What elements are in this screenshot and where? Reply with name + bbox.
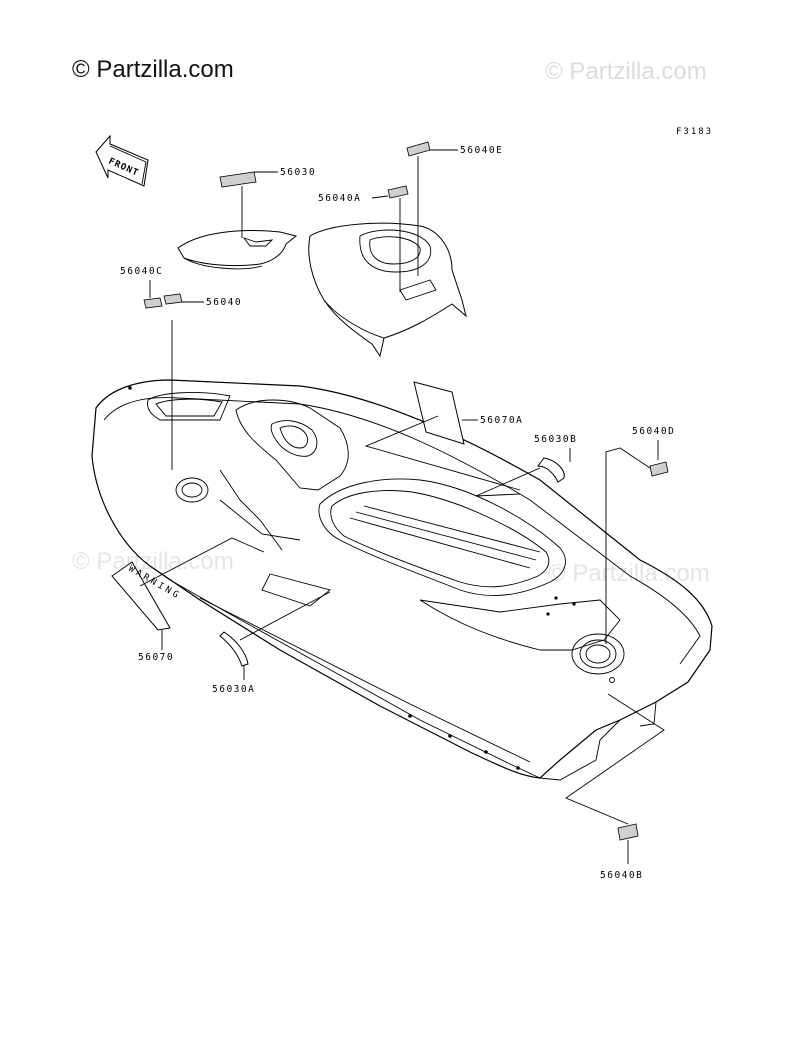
callout-56040B: 56040B xyxy=(600,870,643,881)
callout-56030A: 56030A xyxy=(212,684,255,695)
seat-cover-part xyxy=(177,230,298,270)
decal-56030 xyxy=(219,171,257,188)
callout-56030B: 56030B xyxy=(534,434,577,445)
decal-56040 xyxy=(163,293,183,305)
faint-watermark-top: © Partzilla.com xyxy=(545,58,707,85)
decal-56040C xyxy=(143,297,163,309)
decal-56030A xyxy=(219,631,249,667)
partzilla-brand-watermark: © Partzilla.com xyxy=(72,56,234,83)
callout-56070: 56070 xyxy=(138,652,174,663)
decal-56030B xyxy=(537,457,565,483)
hull-screw-dots xyxy=(128,386,615,770)
callout-56040: 56040 xyxy=(206,297,242,308)
decal-56040D xyxy=(649,461,669,477)
callout-56070A: 56070A xyxy=(480,415,523,426)
faint-watermark-mid-right: © Partzilla.com xyxy=(548,560,710,587)
callout-56040C: 56040C xyxy=(120,266,163,277)
decal-56070A xyxy=(413,381,465,445)
callout-56040A: 56040A xyxy=(318,193,361,204)
decal-56040B xyxy=(617,823,639,841)
faint-watermark-mid-left: © Partzilla.com xyxy=(72,548,234,575)
hatch-cover-part xyxy=(308,222,467,358)
callout-56040E: 56040E xyxy=(460,145,503,156)
decal-56070-warning: WARNING xyxy=(111,561,183,631)
hull-body-part xyxy=(91,379,713,781)
decal-56040E xyxy=(406,141,431,157)
front-arrow-icon: FRONT xyxy=(95,134,149,187)
callout-56030: 56030 xyxy=(280,167,316,178)
decal-56040A xyxy=(387,185,409,199)
figure-code: F3183 xyxy=(676,127,714,137)
callout-56040D: 56040D xyxy=(632,426,675,437)
